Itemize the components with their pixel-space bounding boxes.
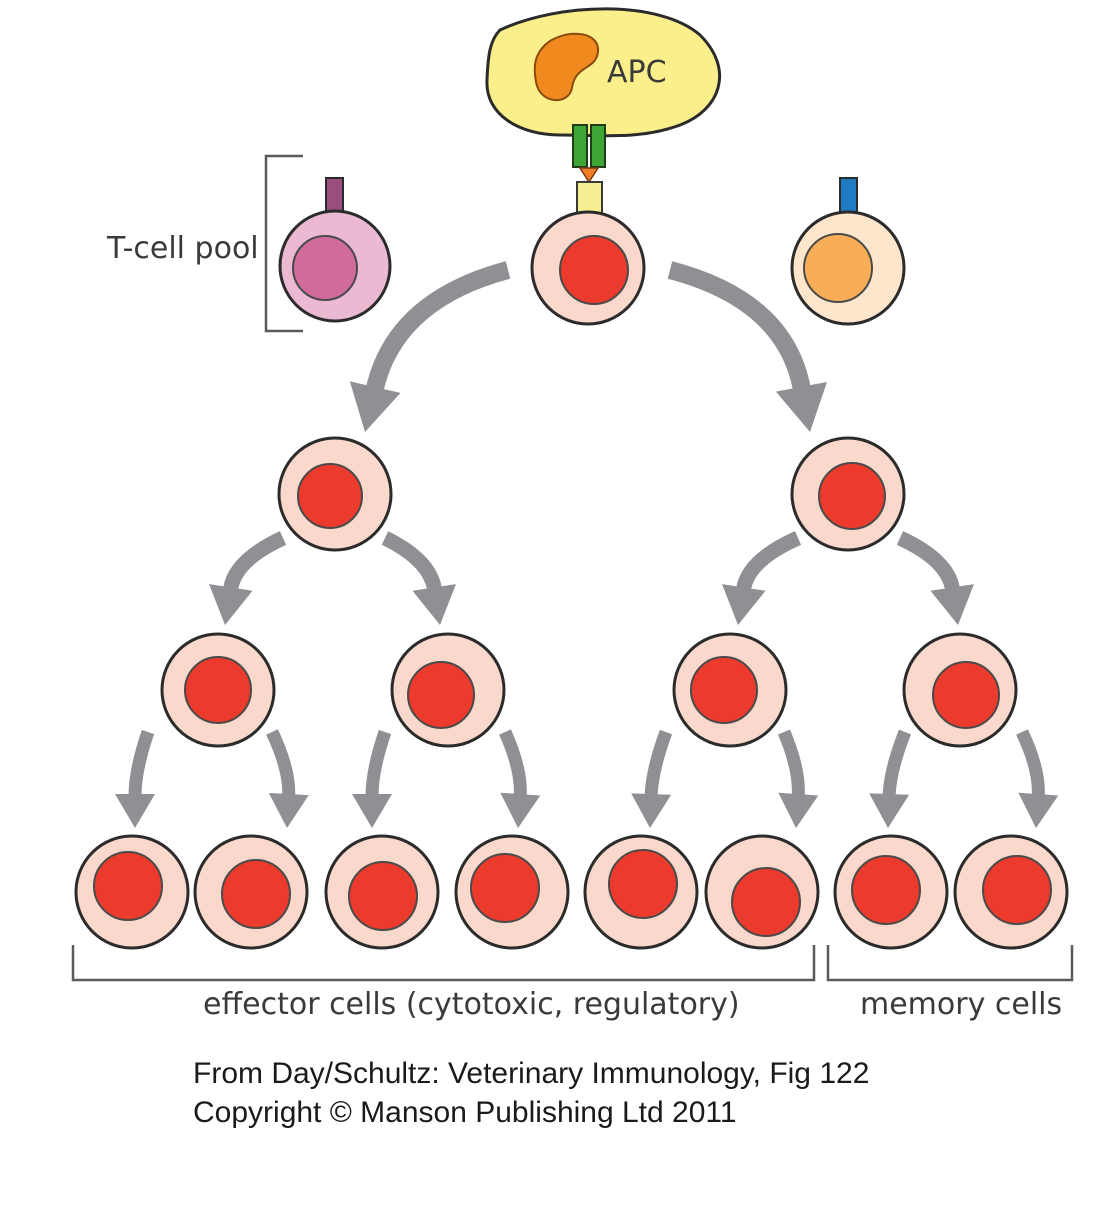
gen1-cell-right: [790, 436, 906, 552]
cell-nucleus: [93, 851, 163, 921]
gen3-cell-5: [583, 834, 699, 950]
apc-label: APC: [607, 55, 667, 90]
apc-body: [485, 7, 722, 138]
arrowhead: [631, 793, 672, 828]
arrowhead: [778, 792, 819, 828]
gen2-cell-3: [672, 632, 788, 748]
arrowhead: [930, 584, 974, 625]
t-cell-pool-label: T-cell pool: [106, 231, 259, 266]
arrowhead: [349, 381, 401, 432]
mhc-tcr-complex: [572, 124, 606, 218]
cell-nucleus: [184, 656, 252, 724]
arrow-gen1r-to-2c: [722, 531, 802, 625]
gen2-cell-1: [160, 632, 276, 748]
arrow-to-gen3-3: [352, 729, 392, 828]
arrow-shaft: [1016, 729, 1045, 797]
arrow-to-gen3-8: [1016, 729, 1059, 828]
arrow-to-gen3-5: [631, 729, 673, 828]
arrow-shaft: [644, 729, 673, 797]
arrow-shaft: [365, 729, 392, 797]
arrowhead: [722, 584, 766, 625]
apc-nucleus: [533, 32, 600, 102]
division-arrows: [115, 261, 1059, 828]
gen3-cell-3: [324, 834, 440, 950]
arrow-to-gen3-2: [266, 729, 309, 828]
arrow-shaft: [896, 531, 960, 592]
mhc-right-chain: [590, 124, 606, 168]
pool-cell-activated: [530, 210, 646, 326]
cell-nucleus: [608, 849, 678, 919]
arrowhead: [869, 793, 910, 828]
arrow-gen1l-to-2b: [381, 531, 456, 625]
pool-cell-orange: [790, 177, 906, 326]
arrow-shaft: [778, 729, 805, 797]
arrow-to-gen1-left: [349, 261, 511, 432]
effector-bracket: [71, 945, 816, 982]
arrow-to-gen3-7: [869, 729, 912, 828]
blue-receptor: [839, 177, 858, 217]
arrow-shaft: [365, 261, 511, 392]
cell-nucleus: [982, 855, 1052, 925]
cell-nucleus: [297, 463, 363, 529]
arrow-gen1r-to-2d: [896, 531, 974, 625]
arrowhead: [352, 794, 392, 828]
cell-nucleus: [407, 661, 475, 729]
gen2-cell-2: [390, 632, 506, 748]
apc-cell: APC: [485, 7, 722, 138]
gen3-cell-6: [704, 834, 820, 950]
cell-nucleus: [932, 661, 1000, 729]
gen1-cell-left: [277, 436, 393, 552]
gen3-cell-8: [953, 834, 1069, 950]
cell-nucleus: [851, 855, 921, 925]
arrowhead: [209, 584, 253, 625]
arrow-to-gen3-4: [499, 729, 541, 828]
gen3-cell-4: [454, 834, 570, 950]
arrow-to-gen1-right: [667, 261, 827, 432]
cell-nucleus: [470, 853, 540, 923]
arrow-shaft: [223, 531, 287, 592]
arrowhead: [500, 792, 541, 828]
memory-cells-label: memory cells: [860, 987, 1062, 1022]
arrow-shaft: [882, 729, 912, 797]
arrowhead: [412, 584, 456, 625]
daughter-cells: [74, 436, 1069, 950]
cell-nucleus: [690, 656, 758, 724]
activated-cell-nucleus: [559, 235, 629, 305]
antigen-peptide: [578, 167, 600, 184]
arrow-shaft: [381, 531, 442, 592]
arrowhead: [268, 793, 309, 828]
arrow-shaft: [499, 729, 527, 797]
arrowhead: [115, 794, 155, 828]
arrow-to-gen3-6: [778, 729, 819, 828]
gen2-cell-4: [902, 632, 1018, 748]
arrow-shaft: [266, 729, 296, 797]
arrowhead: [1018, 792, 1059, 828]
effector-cells-label: effector cells (cytotoxic, regulatory): [203, 987, 740, 1022]
pool-cell-pink: [278, 177, 392, 323]
cell-nucleus: [221, 859, 291, 929]
memory-bracket: [826, 945, 1074, 982]
credit-line-1: From Day/Schultz: Veterinary Immunology,…: [193, 1057, 869, 1090]
arrow-shaft: [128, 729, 155, 797]
t-cell-pool-bracket: [264, 154, 303, 333]
cell-nucleus: [818, 462, 886, 530]
gen3-cell-2: [193, 834, 309, 950]
cell-nucleus: [348, 861, 418, 931]
credit-line-2: Copyright © Manson Publishing Ltd 2011: [193, 1096, 737, 1129]
pink-cell-nucleus: [292, 235, 358, 301]
mhc-left-chain: [572, 124, 588, 168]
gen3-cell-1: [74, 834, 190, 950]
orange-cell-nucleus: [803, 233, 873, 303]
gen3-cell-7: [833, 834, 949, 950]
arrow-shaft: [667, 261, 811, 391]
arrow-shaft: [736, 531, 802, 592]
arrow-to-gen3-1: [115, 729, 155, 828]
arrowhead: [775, 381, 827, 432]
cell-nucleus: [731, 867, 801, 937]
arrow-gen1l-to-2a: [209, 531, 287, 625]
